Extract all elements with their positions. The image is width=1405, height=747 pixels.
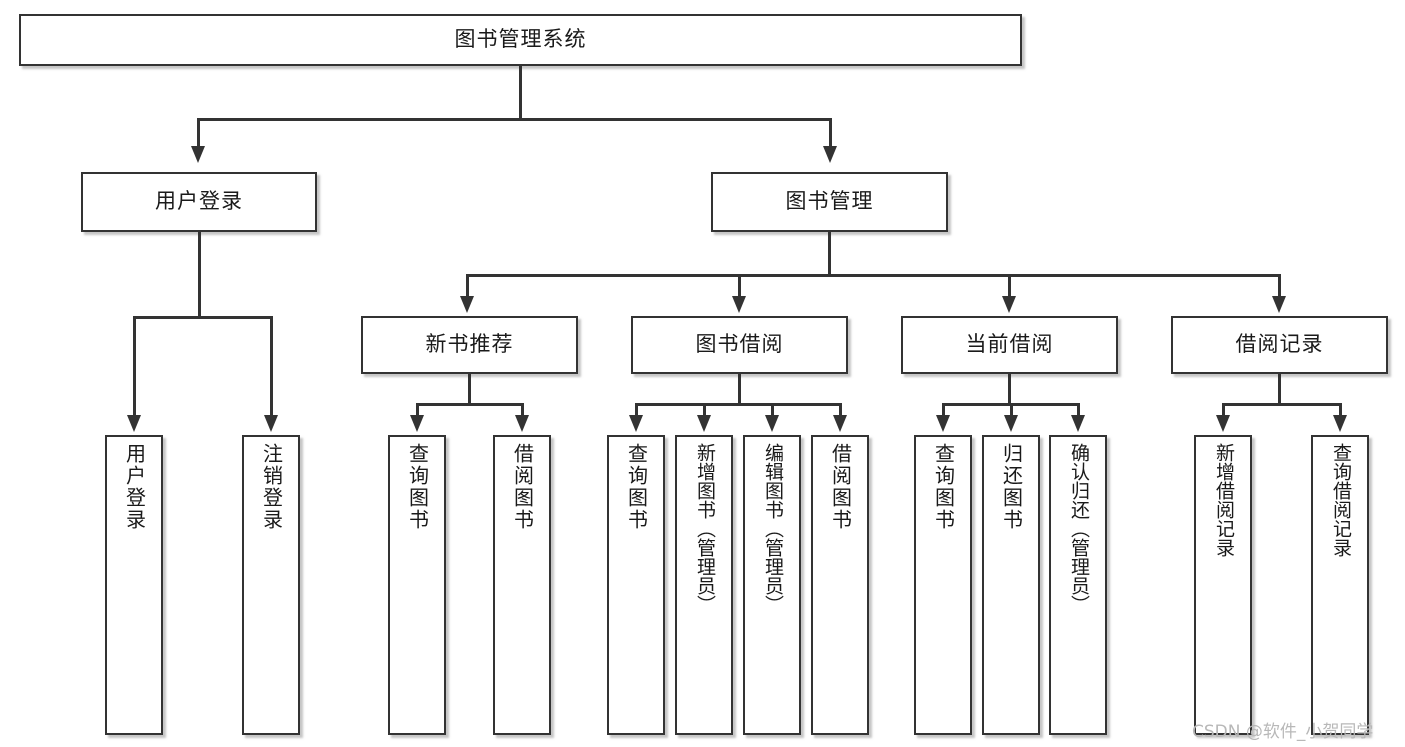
connector-new-book-stem	[468, 374, 471, 403]
leaf-query-book-current[interactable]: 查询图书	[914, 435, 972, 735]
node-borrow-record[interactable]: 借阅记录	[1171, 316, 1388, 374]
leaf-label: 注销登录	[259, 443, 284, 531]
arrowhead-leaf-query-book-2	[629, 415, 643, 432]
node-root-system[interactable]: 图书管理系统	[19, 14, 1022, 66]
node-label: 新书推荐	[425, 332, 514, 357]
arrowhead-leaf-add-book	[697, 415, 711, 432]
connector-to-book-borrow	[738, 274, 741, 298]
arrowhead-leaf-logout	[264, 415, 278, 432]
node-label: 用户登录	[155, 189, 243, 214]
node-label: 图书借阅	[695, 332, 784, 357]
arrowhead-leaf-add-record	[1216, 415, 1230, 432]
node-new-book-recommend[interactable]: 新书推荐	[361, 316, 578, 374]
connector-book-borrow-leaf2	[703, 403, 706, 417]
arrowhead-book-borrow	[732, 296, 746, 313]
arrowhead-book-mgmt	[823, 146, 837, 163]
node-user-login[interactable]: 用户登录	[81, 172, 317, 232]
arrowhead-leaf-user-login	[127, 415, 141, 432]
leaf-label: 借阅图书	[828, 443, 853, 531]
connector-to-new-book	[466, 274, 469, 298]
leaf-label: 编辑图书（管理员）	[761, 443, 784, 614]
leaf-label: 归还图书	[999, 443, 1024, 531]
connector-current-borrow-stem	[1008, 374, 1011, 403]
connector-new-book-leaf2	[521, 403, 524, 417]
connector-current-borrow-leaf1	[942, 403, 945, 417]
leaf-label: 查询图书	[931, 443, 956, 531]
connector-user-login-stem	[198, 232, 201, 316]
connector-book-borrow-stem	[738, 374, 741, 403]
arrowhead-leaf-edit-book	[765, 415, 779, 432]
leaf-add-borrow-record[interactable]: 新增借阅记录	[1194, 435, 1252, 735]
arrowhead-leaf-borrow-book-1	[515, 415, 529, 432]
connector-user-login-leaf1	[133, 316, 136, 417]
connector-current-borrow-leaf3	[1077, 403, 1080, 417]
connector-root-bus	[197, 118, 832, 121]
arrowhead-leaf-borrow-book-2	[833, 415, 847, 432]
leaf-logout[interactable]: 注销登录	[242, 435, 300, 735]
node-label: 当前借阅	[965, 332, 1054, 357]
node-label: 借阅记录	[1235, 332, 1324, 357]
arrowhead-borrow-record	[1272, 296, 1286, 313]
connector-root-to-book-mgmt	[829, 118, 832, 148]
leaf-add-book-admin[interactable]: 新增图书（管理员）	[675, 435, 733, 735]
connector-new-book-leaf1	[416, 403, 419, 417]
leaf-query-book-borrow[interactable]: 查询图书	[607, 435, 665, 735]
node-book-borrow[interactable]: 图书借阅	[631, 316, 848, 374]
connector-borrow-record-bus	[1222, 403, 1341, 406]
arrowhead-leaf-confirm-return	[1071, 415, 1085, 432]
leaf-label: 新增图书（管理员）	[693, 443, 716, 614]
arrowhead-new-book-recommend	[460, 296, 474, 313]
connector-book-borrow-leaf4	[839, 403, 842, 417]
leaf-borrow-book-recommend[interactable]: 借阅图书	[493, 435, 551, 735]
arrowhead-leaf-query-book-3	[936, 415, 950, 432]
connector-root-stem	[519, 66, 522, 118]
connector-root-to-user-login	[197, 118, 200, 148]
connector-book-borrow-leaf3	[771, 403, 774, 417]
node-current-borrow[interactable]: 当前借阅	[901, 316, 1118, 374]
node-label: 图书管理系统	[454, 27, 587, 52]
leaf-label: 查询图书	[624, 443, 649, 531]
connector-borrow-record-leaf1	[1222, 403, 1225, 417]
connector-user-login-leaf2	[270, 316, 273, 417]
connector-user-login-bus	[133, 316, 272, 319]
leaf-label: 确认归还（管理员）	[1067, 443, 1090, 614]
leaf-label: 用户登录	[122, 443, 147, 531]
leaf-query-book-recommend[interactable]: 查询图书	[388, 435, 446, 735]
leaf-label: 借阅图书	[510, 443, 535, 531]
arrowhead-current-borrow	[1002, 296, 1016, 313]
connector-to-current-borrow	[1008, 274, 1011, 298]
node-label: 图书管理	[785, 189, 874, 214]
connector-book-mgmt-stem	[828, 232, 831, 274]
leaf-confirm-return-admin[interactable]: 确认归还（管理员）	[1049, 435, 1107, 735]
leaf-query-borrow-record[interactable]: 查询借阅记录	[1311, 435, 1369, 735]
leaf-label: 查询借阅记录	[1329, 443, 1352, 557]
connector-book-mgmt-bus	[466, 274, 1280, 277]
arrowhead-user-login	[191, 146, 205, 163]
leaf-label: 新增借阅记录	[1212, 443, 1235, 557]
leaf-return-book[interactable]: 归还图书	[982, 435, 1040, 735]
arrowhead-leaf-query-record	[1333, 415, 1347, 432]
csdn-watermark: CSDN @软件_小贺同学	[1192, 722, 1374, 742]
leaf-label: 查询图书	[405, 443, 430, 531]
connector-book-borrow-leaf1	[635, 403, 638, 417]
connector-current-borrow-leaf2	[1010, 403, 1013, 417]
leaf-edit-book-admin[interactable]: 编辑图书（管理员）	[743, 435, 801, 735]
arrowhead-leaf-return-book	[1004, 415, 1018, 432]
connector-borrow-record-leaf2	[1339, 403, 1342, 417]
connector-to-borrow-record	[1278, 274, 1281, 298]
connector-new-book-bus	[416, 403, 523, 406]
node-book-management[interactable]: 图书管理	[711, 172, 948, 232]
connector-borrow-record-stem	[1278, 374, 1281, 403]
arrowhead-leaf-query-book-1	[410, 415, 424, 432]
leaf-borrow-book[interactable]: 借阅图书	[811, 435, 869, 735]
leaf-user-login[interactable]: 用户登录	[105, 435, 163, 735]
connector-book-borrow-bus	[635, 403, 841, 406]
